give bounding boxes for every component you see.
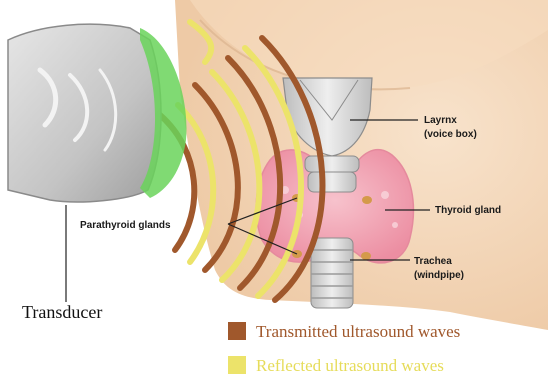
legend-label-reflected: Reflected ultrasound waves (256, 356, 444, 375)
larynx-label-line2: (voice box) (424, 129, 477, 140)
transducer-label: Transducer (22, 302, 102, 322)
trachea-label-line1: Trachea (414, 256, 452, 267)
trachea (311, 238, 353, 308)
parathyroid-label: Parathyroid glands (80, 220, 171, 231)
transducer-probe (8, 24, 187, 202)
thyroid-label: Thyroid gland (435, 205, 501, 216)
legend-swatch-reflected (228, 356, 246, 374)
legend: Transmitted ultrasound waves Reflected u… (228, 322, 460, 375)
legend-swatch-transmitted (228, 322, 246, 340)
trachea-label-line2: (windpipe) (414, 270, 464, 281)
legend-label-transmitted: Transmitted ultrasound waves (256, 322, 460, 341)
larynx-label-line1: Layrnx (424, 115, 457, 126)
